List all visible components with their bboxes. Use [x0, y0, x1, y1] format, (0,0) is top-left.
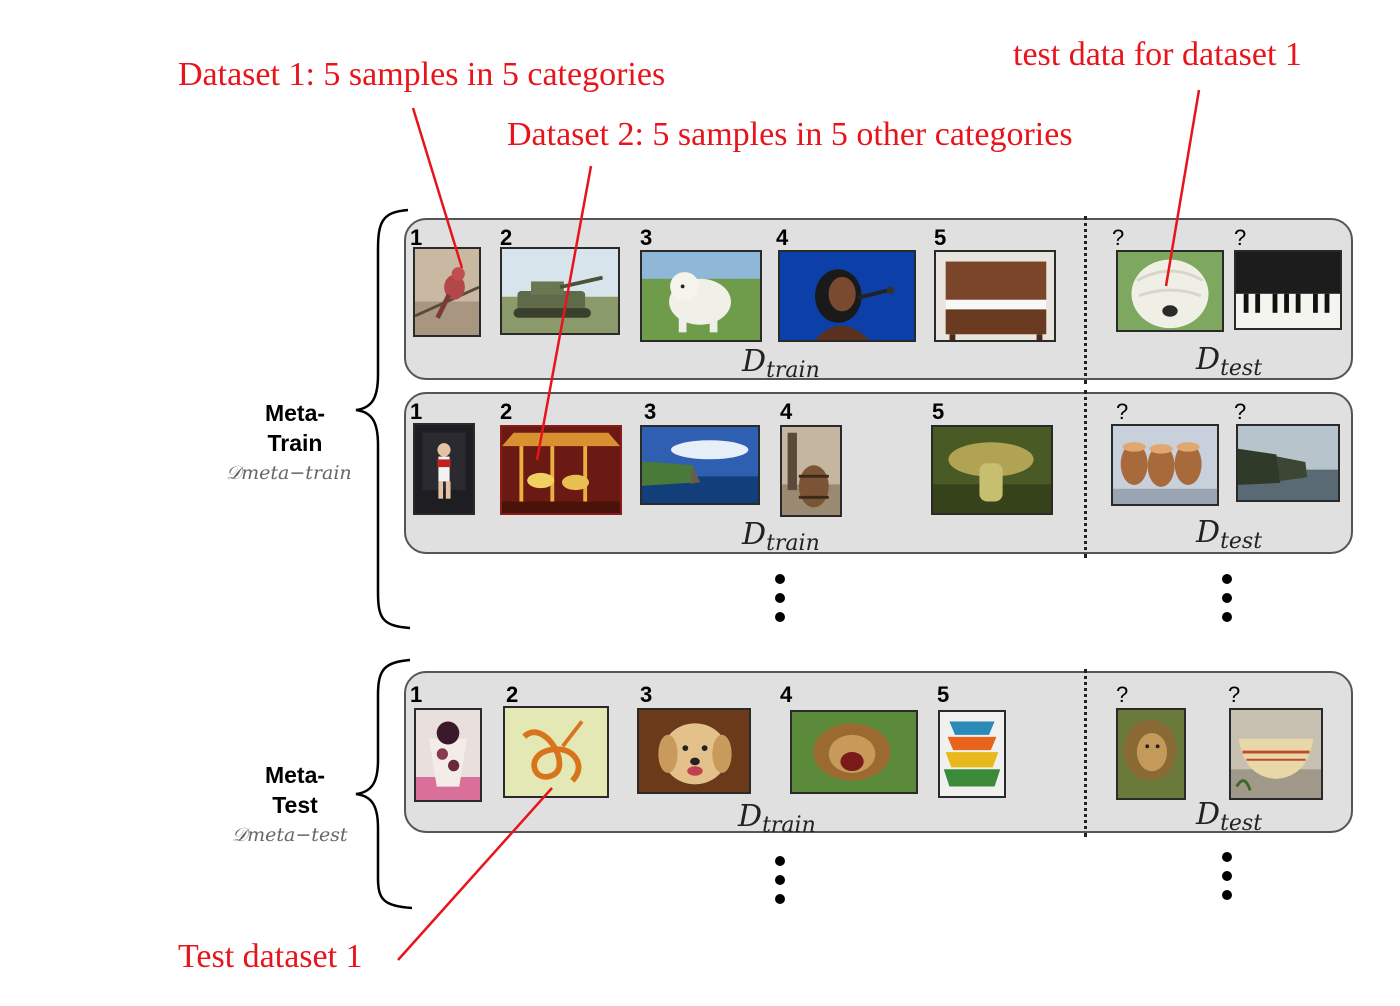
test-data-annotation: test data for dataset 1 [1013, 36, 1302, 73]
sample-number-2: 2 [500, 399, 513, 424]
train-test-divider-2 [1084, 390, 1087, 558]
test-dataset-annotation: Test dataset 1 [178, 938, 363, 975]
piano-keys-test-image [1234, 250, 1342, 330]
test-query-mark: ? [1234, 399, 1247, 424]
tank-image [500, 247, 620, 335]
golden-dog-image [637, 708, 751, 794]
bird-image [413, 247, 481, 337]
cliffs-image [640, 425, 760, 505]
more-tasks-ellipsis [775, 856, 785, 913]
barrel-image [780, 425, 842, 517]
train-test-divider-1 [1084, 216, 1087, 384]
white-dog-image [640, 250, 762, 342]
gymnast-image [413, 423, 475, 515]
d-letter: D [738, 799, 763, 834]
more-tests-ellipsis [1222, 574, 1232, 631]
test-query-mark: ? [1234, 225, 1247, 250]
sample-number-3: 3 [640, 682, 653, 707]
test-subscript: test [1220, 529, 1263, 554]
lion-test-image [1116, 708, 1186, 800]
mushroom-image [931, 425, 1053, 515]
sample-number-1: 1 [410, 682, 423, 707]
meta-test-math: 𝒟meta−test [232, 824, 348, 846]
meta-train-line1: Meta- [264, 400, 326, 426]
test-subscript: test [1220, 811, 1263, 836]
d-letter: D [1196, 797, 1221, 832]
carousel-image [500, 425, 622, 515]
bowl-test-image [1229, 708, 1323, 800]
sample-number-4: 4 [776, 225, 789, 250]
test-query-mark: ? [1116, 399, 1129, 424]
sample-number-5: 5 [937, 682, 950, 707]
sample-number-4: 4 [780, 399, 793, 424]
roaring-lion-image [790, 710, 918, 794]
d-letter: D [1196, 515, 1221, 550]
d-test-label: Dtest [1196, 345, 1262, 380]
d-test-label: Dtest [1196, 800, 1262, 835]
d-train-label: Dtrain [742, 347, 820, 382]
train-subscript: train [762, 813, 816, 838]
piano-image [934, 250, 1056, 342]
d-test-label: Dtest [1196, 518, 1262, 553]
sample-number-5: 5 [932, 399, 945, 424]
more-tests-ellipsis [1222, 852, 1232, 909]
meta-test-line1: Meta- [264, 762, 326, 788]
d-train-label: Dtrain [738, 802, 816, 837]
bowls-image [938, 710, 1006, 798]
barrels-test-image [1111, 424, 1219, 506]
test-subscript: test [1220, 356, 1263, 381]
test-query-mark: ? [1228, 682, 1241, 707]
d-train-label: Dtrain [742, 520, 820, 555]
sample-number-3: 3 [640, 225, 653, 250]
train-subscript: train [766, 358, 820, 383]
meta-test-line2: Test [272, 792, 318, 818]
train-test-divider-3 [1084, 669, 1087, 837]
dessert-image [414, 708, 482, 802]
more-tasks-ellipsis [775, 574, 785, 631]
meta-train-label: Meta- Train [248, 398, 342, 458]
sample-number-1: 1 [410, 225, 423, 250]
sample-number-4: 4 [780, 682, 793, 707]
sample-number-2: 2 [500, 225, 513, 250]
sample-number-1: 1 [410, 399, 423, 424]
sample-number-2: 2 [506, 682, 519, 707]
sample-number-3: 3 [644, 399, 657, 424]
d-letter: D [742, 344, 767, 379]
meta-test-label: Meta- Test [248, 760, 342, 820]
sample-number-5: 5 [934, 225, 947, 250]
meta-train-line2: Train [267, 430, 323, 456]
test-query-mark: ? [1116, 682, 1129, 707]
train-subscript: train [766, 531, 820, 556]
dataset2-annotation: Dataset 2: 5 samples in 5 other categori… [507, 116, 1073, 153]
cliffs-test-image [1236, 424, 1340, 502]
singer-image [778, 250, 916, 342]
nematode-image [503, 706, 609, 798]
meta-train-math: 𝒟meta−train [226, 462, 352, 484]
dataset1-annotation: Dataset 1: 5 samples in 5 categories [178, 56, 666, 93]
shaggy-dog-test-image [1116, 250, 1224, 332]
test-query-mark: ? [1112, 225, 1125, 250]
d-letter: D [1196, 342, 1221, 377]
d-letter: D [742, 517, 767, 552]
